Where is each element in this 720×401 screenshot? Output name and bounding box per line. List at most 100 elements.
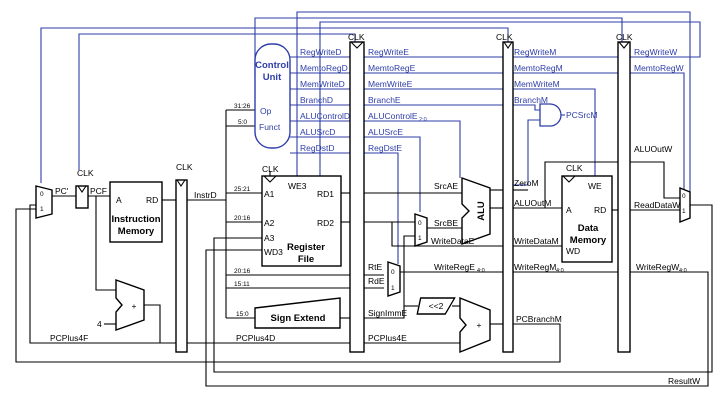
svg-text:MemtoRegE: MemtoRegE (368, 63, 416, 73)
svg-text:A2: A2 (264, 218, 275, 228)
pcsrc-and-gate: PCSrcM (539, 103, 598, 127)
svg-text:2:0: 2:0 (419, 117, 427, 123)
svg-text:0: 0 (391, 269, 395, 276)
svg-text:WriteDataE: WriteDataE (431, 236, 475, 246)
svg-text:A: A (566, 205, 572, 215)
svg-text:4:0: 4:0 (679, 268, 687, 274)
svg-text:PCF: PCF (90, 186, 107, 196)
control-unit-funct: Funct (259, 122, 281, 132)
svg-text:BranchD: BranchD (300, 95, 333, 105)
svg-text:MemWriteE: MemWriteE (368, 79, 413, 89)
pc-register (75, 185, 89, 209)
instruction-memory: A RD Instruction Memory (109, 181, 163, 243)
sign-extend: Sign Extend (254, 297, 341, 329)
svg-text:1: 1 (40, 206, 44, 213)
svg-text:<<2: <<2 (429, 301, 444, 311)
pcsrcm-label: PCSrcM (566, 110, 598, 120)
shift-left-2: <<2 (416, 297, 456, 315)
svg-text:ALUControlE: ALUControlE (368, 111, 418, 121)
svg-text:1: 1 (682, 208, 686, 215)
svg-text:RD: RD (594, 205, 606, 215)
clk-label-d: CLK (176, 162, 193, 172)
svg-text:Instruction: Instruction (111, 214, 160, 225)
svg-text:RegWriteD: RegWriteD (300, 47, 341, 57)
control-wires (40, 11, 701, 264)
svg-text:0: 0 (418, 220, 422, 227)
memtoreg-mux (679, 186, 691, 224)
svg-text:RegWriteW: RegWriteW (634, 47, 677, 57)
svg-text:WE: WE (588, 181, 602, 191)
svg-text:WriteRegM: WriteRegM (514, 262, 556, 272)
svg-text:MemtoRegD: MemtoRegD (300, 63, 348, 73)
control-unit-title: Control (255, 60, 289, 71)
clk-label-pc: CLK (77, 168, 94, 178)
resultw-label: ResultW (668, 376, 700, 386)
control-signal-labels-e: RegWriteE MemtoRegE MemWriteE BranchE AL… (368, 47, 427, 153)
svg-text:MemtoRegW: MemtoRegW (634, 63, 684, 73)
svg-text:1: 1 (391, 285, 395, 292)
svg-text:ALUOutW: ALUOutW (634, 144, 672, 154)
alu: ALU (461, 177, 491, 245)
control-unit-op: Op (260, 106, 272, 116)
svg-text:+: + (132, 301, 137, 311)
constant-four: 4 (97, 319, 102, 329)
instruction-bit-labels: 31:26 5:0 25:21 20:16 20:16 15:11 15:0 (234, 103, 251, 318)
svg-text:A1: A1 (264, 189, 275, 199)
svg-text:RegWriteE: RegWriteE (368, 47, 409, 57)
svg-text:ALUSrcE: ALUSrcE (368, 127, 403, 137)
control-unit: Control Unit Op Funct (254, 43, 291, 149)
svg-text:RegWriteM: RegWriteM (514, 47, 556, 57)
svg-text:ALUSrcD: ALUSrcD (300, 127, 335, 137)
srcb-mux (414, 213, 428, 247)
svg-text:RegDstD: RegDstD (300, 143, 334, 153)
svg-text:RD1: RD1 (317, 189, 334, 199)
svg-text:RtE: RtE (368, 262, 383, 272)
svg-text:SrcBE: SrcBE (434, 218, 458, 228)
svg-text:WD3: WD3 (264, 247, 283, 257)
pc-mux (35, 185, 53, 219)
svg-text:PCBranchM: PCBranchM (516, 314, 562, 324)
control-signal-labels-d: RegWriteD MemtoRegD MemWriteD BranchD AL… (300, 47, 350, 153)
svg-text:WriteRegE: WriteRegE (434, 262, 475, 272)
svg-text:InstrD: InstrD (194, 190, 217, 200)
data-memory: WE A RD WD Data Memory CLK (561, 163, 613, 263)
svg-text:Register: Register (287, 242, 325, 253)
svg-text:WE3: WE3 (288, 181, 307, 191)
svg-text:ALUOutM: ALUOutM (514, 198, 551, 208)
svg-text:PCPlus4D: PCPlus4D (236, 333, 275, 343)
svg-text:MemWriteD: MemWriteD (300, 79, 345, 89)
if-id-register (175, 179, 188, 353)
svg-text:PCPlus4E: PCPlus4E (368, 333, 407, 343)
svg-text:20:16: 20:16 (234, 268, 251, 275)
svg-text:RdE: RdE (368, 276, 385, 286)
svg-text:MemWriteM: MemWriteM (514, 79, 560, 89)
clk-label-dmem: CLK (566, 163, 583, 173)
svg-text:A: A (116, 195, 122, 205)
id-ex-register (349, 41, 365, 353)
svg-text:4:0: 4:0 (477, 268, 485, 274)
clk-label-m: CLK (496, 32, 513, 42)
clk-label-w: CLK (616, 32, 633, 42)
svg-text:SrcAE: SrcAE (434, 181, 458, 191)
branch-adder: + (459, 296, 491, 354)
mem-wb-register (617, 41, 631, 353)
svg-text:ALU: ALU (476, 201, 487, 221)
svg-text:WriteDataM: WriteDataM (514, 236, 559, 246)
clk-label-regfile: CLK (262, 164, 279, 174)
svg-text:File: File (298, 254, 314, 265)
svg-text:WriteRegW: WriteRegW (636, 262, 679, 272)
svg-text:RD2: RD2 (317, 218, 334, 228)
svg-text:ALUControlD: ALUControlD (300, 111, 350, 121)
svg-text:SignImmE: SignImmE (368, 308, 408, 318)
svg-text:15:11: 15:11 (234, 281, 250, 288)
datapath-signal-labels: PC' PCF InstrD PCPlus4F PCPlus4D PCPlus4… (50, 144, 700, 386)
svg-text:15:0: 15:0 (236, 311, 249, 318)
control-signal-labels-m: RegWriteM MemtoRegM MemWriteM BranchM (514, 47, 563, 105)
svg-text:4:0: 4:0 (556, 268, 564, 274)
svg-text:WD: WD (566, 246, 580, 256)
svg-text:PCPlus4F: PCPlus4F (50, 333, 88, 343)
svg-text:RegDstE: RegDstE (368, 143, 402, 153)
ex-mem-register (502, 41, 514, 353)
control-signal-labels-w: RegWriteW MemtoRegW (634, 47, 684, 73)
svg-text:ReadDataW: ReadDataW (634, 200, 680, 210)
